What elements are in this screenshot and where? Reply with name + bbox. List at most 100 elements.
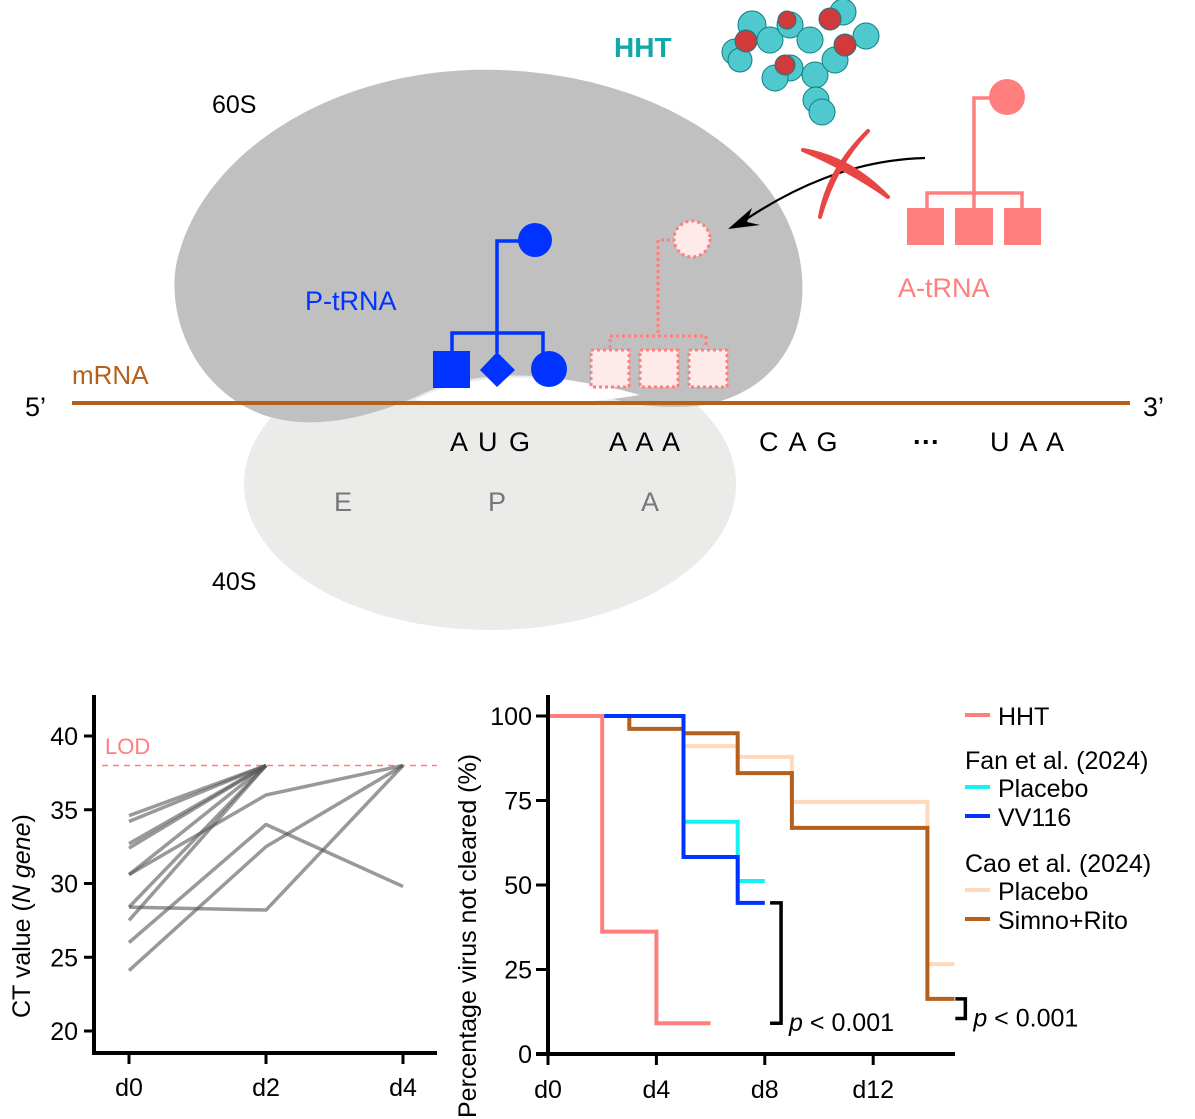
atom [852,22,880,50]
ghost-square-3-icon [687,348,729,389]
codon-ellipsis: ··· [913,427,940,457]
y-tick-label: 20 [50,1018,78,1046]
legend-label: VV116 [998,804,1071,832]
hht-molecule-icon [721,0,880,126]
significance-bracket [770,901,783,1025]
y-label-part: ) [8,814,36,822]
ct-value-chart: 20 25 30 35 40 d0 d2 d4 CT value (N gene) LOD [8,695,437,1102]
legend-group-title: Cao et al. (2024) [965,850,1151,878]
large-subunit-label: 60S [212,91,256,119]
x-tick-label: d0 [534,1076,562,1104]
patient-line [128,763,267,824]
codon-p-site: A U G [450,427,532,457]
p-threshold: < 0.001 [803,1009,894,1037]
lod-label: LOD [105,734,150,759]
site-p-label: P [488,487,506,517]
y-tick-label: 100 [490,703,532,731]
site-e-label: E [334,487,352,517]
a-trna-amino-acid-icon [989,79,1025,115]
y-tick-label: 25 [50,944,78,972]
legend-label: Placebo [998,775,1088,803]
small-subunit-label: 40S [212,568,256,596]
three-prime-label: 3’ [1143,392,1164,422]
p-trna-label: P-tRNA [305,286,397,316]
a-trna-square-3-icon [1004,208,1041,245]
a-trna [907,79,1041,245]
patient-line [128,763,404,877]
legend-label: HHT [998,703,1049,731]
y-axis-label: CT value (N gene) [8,814,36,1018]
y-tick-label: 75 [504,788,532,816]
patient-line [127,822,404,944]
atom [777,10,797,30]
mrna-label: mRNA [72,360,149,390]
ghost-square-1-icon [589,348,631,389]
atom [818,7,842,31]
large-subunit-60s [174,69,803,423]
legend-label: Placebo [998,878,1088,906]
atom [796,26,824,54]
ribosome-diagram: mRNA 5’ 3’ 60S 40S A U G A A A C A G ···… [25,0,1164,630]
y-label-part: CT value ( [8,902,36,1018]
codon-a-site: A A A [609,427,682,457]
ghost-square-2-icon [638,348,680,389]
anticodon-circle-icon [531,351,567,387]
atom [734,29,758,53]
y-tick-label: 40 [50,723,78,751]
codon-next: C A G [759,427,840,457]
y-tick-label: 30 [50,871,78,899]
ghost-branch [608,334,708,348]
p-value-label: p < 0.001 [788,1009,894,1037]
a-trna-square-2-icon [955,208,993,245]
survival-curve [548,714,955,1001]
anticodon-square-icon [433,351,470,388]
y-tick-label: 25 [504,957,532,985]
hht-label: HHT [614,32,672,63]
survival-curve [548,714,711,1026]
anticodon-diamond-icon [480,352,515,387]
arrowhead-icon [728,208,760,229]
significance-bracket [955,997,968,1021]
a-trna-label: A-tRNA [898,273,990,303]
x-tick-label: d8 [751,1076,779,1104]
y-tick-label: 0 [518,1041,532,1069]
x-tick-label: d2 [252,1074,280,1102]
binding-arrow [744,156,926,221]
y-tick-label: 35 [50,797,78,825]
y-label-italic: N gene [8,823,36,904]
patient-line [128,764,267,850]
codon-stop: U A A [990,427,1066,457]
p-trna [433,223,567,388]
patient-line [127,763,404,972]
amino-acid-circle-icon [518,223,552,257]
survival-curve [548,714,955,967]
block-cross-icon [801,129,890,219]
p-symbol: p [788,1009,803,1037]
five-prime-label: 5’ [25,392,46,422]
survival-curve [548,714,765,905]
legend-label: Simno+Rito [998,907,1128,935]
atom [808,98,836,126]
patient-line [127,764,268,922]
atom [833,33,857,57]
atom [774,54,796,76]
patient-line [127,764,268,877]
p-threshold: < 0.001 [987,1005,1078,1033]
x-tick-label: d4 [389,1074,417,1102]
ghost-stem [656,238,676,333]
x-tick-label: d12 [852,1076,894,1104]
a-trna-square-1-icon [907,208,944,245]
legend-group-title: Fan et al. (2024) [965,747,1148,775]
x-tick-label: d0 [115,1074,143,1102]
site-a-label: A [641,487,659,517]
ghost-amino-acid-icon [672,219,712,259]
p-symbol: p [972,1005,987,1033]
y-axis-label: Percentage virus not cleared (%) [454,754,482,1118]
subunit-groove [415,377,640,405]
patient-line [128,764,405,912]
p-value-label: p < 0.001 [972,1005,1078,1033]
x-tick-label: d4 [642,1076,670,1104]
y-tick-label: 50 [504,872,532,900]
